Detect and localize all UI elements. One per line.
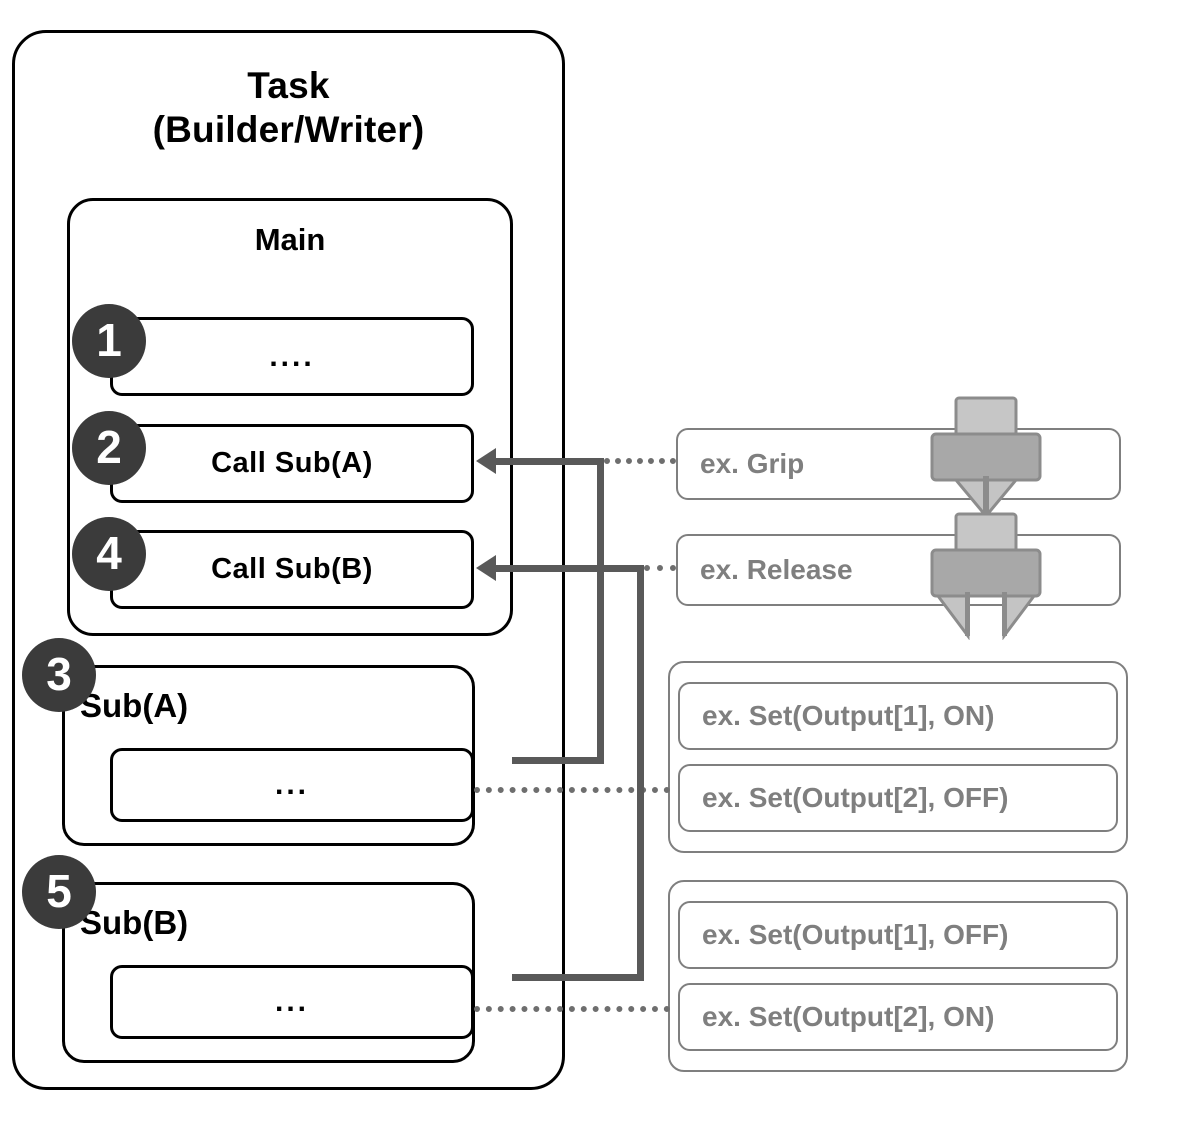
main-title: Main <box>254 222 326 257</box>
example-grip-label: ex. Grip <box>700 448 805 479</box>
example-grip-box[interactable]: ex. Grip <box>676 428 1121 500</box>
step-badge-2: 2 <box>72 411 146 485</box>
sub-a-body[interactable]: ... <box>110 748 474 822</box>
example-release-box[interactable]: ex. Release <box>676 534 1121 606</box>
sub-b-title: Sub(B) <box>80 904 189 941</box>
dotted-link-sub-b-outputs <box>474 1006 670 1012</box>
connector-b-horizontal-bottom <box>512 974 644 981</box>
main-step-1-label: .... <box>269 339 315 373</box>
connector-a-horizontal-top <box>494 458 604 465</box>
sub-b-body-label: ... <box>274 985 309 1018</box>
dotted-link-sub-a-outputs <box>474 787 670 793</box>
example-group-2-item-2[interactable]: ex. Set(Output[2], ON) <box>678 983 1118 1051</box>
step-badge-4: 4 <box>72 517 146 591</box>
dotted-link-release <box>644 565 676 571</box>
example-group-2-item-2-label: ex. Set(Output[2], ON) <box>702 1001 995 1032</box>
connector-a-vertical <box>597 458 604 764</box>
sub-a-title: Sub(A) <box>80 687 189 724</box>
step-badge-5: 5 <box>22 855 96 929</box>
task-title-line1: Task <box>247 65 330 106</box>
example-group-1-item-1-label: ex. Set(Output[1], ON) <box>702 700 995 731</box>
main-step-1[interactable]: .... <box>110 317 474 396</box>
connector-a-horizontal-bottom <box>512 757 604 764</box>
main-step-4-label: Call Sub(B) <box>211 553 373 585</box>
connector-b-horizontal-top <box>494 565 644 572</box>
gripper-open-icon <box>930 512 1042 640</box>
task-title: Task (Builder/Writer) <box>22 64 555 152</box>
connector-b-arrowhead <box>476 555 496 581</box>
sub-a-body-label: ... <box>274 768 309 801</box>
connector-a-arrowhead <box>476 448 496 474</box>
step-badge-1: 1 <box>72 304 146 378</box>
example-group-2-item-1-label: ex. Set(Output[1], OFF) <box>702 919 1009 950</box>
dotted-link-grip <box>604 458 676 464</box>
main-step-4[interactable]: Call Sub(B) <box>110 530 474 609</box>
gripper-closed-icon <box>930 396 1042 520</box>
main-step-2-label: Call Sub(A) <box>211 447 373 479</box>
example-group-1-item-1[interactable]: ex. Set(Output[1], ON) <box>678 682 1118 750</box>
example-release-label: ex. Release <box>700 554 853 585</box>
connector-b-vertical <box>637 565 644 981</box>
example-group-2-item-1[interactable]: ex. Set(Output[1], OFF) <box>678 901 1118 969</box>
example-group-1-item-2[interactable]: ex. Set(Output[2], OFF) <box>678 764 1118 832</box>
example-group-1-item-2-label: ex. Set(Output[2], OFF) <box>702 782 1009 813</box>
main-step-2[interactable]: Call Sub(A) <box>110 424 474 503</box>
sub-b-body[interactable]: ... <box>110 965 474 1039</box>
task-title-line2: (Builder/Writer) <box>152 109 425 150</box>
step-badge-3: 3 <box>22 638 96 712</box>
